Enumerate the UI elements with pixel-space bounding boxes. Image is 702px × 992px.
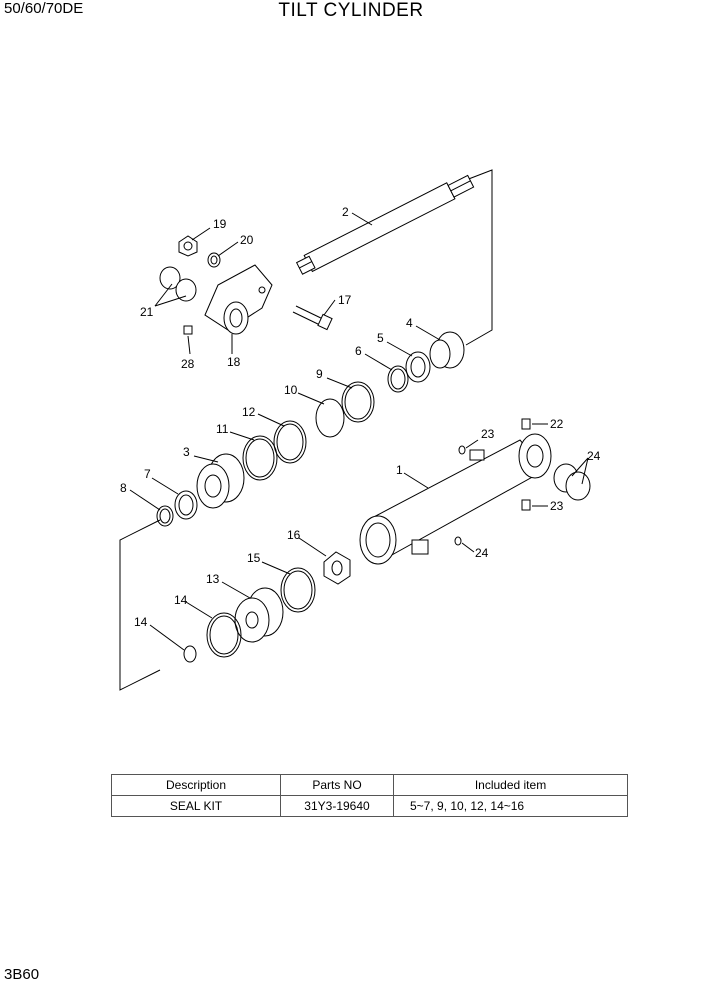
seal-part-7 bbox=[174, 490, 198, 520]
piston-part-13 bbox=[234, 587, 284, 643]
nut-part bbox=[178, 235, 198, 257]
callout-23-bottom: 23 bbox=[550, 499, 564, 513]
callout-6: 6 bbox=[355, 344, 362, 358]
table-cell-included-items: 5~7, 9, 10, 12, 14~16 bbox=[393, 795, 628, 817]
callout-21: 20 bbox=[240, 233, 254, 247]
oring-part-24a bbox=[458, 445, 466, 455]
bushing-part-27 bbox=[553, 463, 591, 501]
callout-18: 18 bbox=[227, 355, 241, 369]
grease-nipple-part-23b bbox=[521, 499, 531, 511]
callout-9: 9 bbox=[316, 367, 323, 381]
callout-11: 11 bbox=[216, 422, 229, 436]
table-cell-description: SEAL KIT bbox=[111, 795, 281, 817]
column-header: Parts NO bbox=[280, 774, 394, 796]
grease-nipple-part-23a bbox=[521, 418, 531, 430]
rod-eye-part bbox=[204, 264, 273, 335]
frame-line-right bbox=[465, 169, 493, 346]
bolt-part bbox=[292, 305, 333, 331]
callout-12: 12 bbox=[242, 405, 256, 419]
callout-15: 14 bbox=[174, 593, 188, 607]
callout-28: 28 bbox=[181, 357, 195, 371]
washer-part bbox=[207, 252, 221, 268]
ring-part-11 bbox=[242, 435, 278, 481]
callout-24-bottom: 24 bbox=[475, 546, 489, 560]
callout-10: 10 bbox=[284, 383, 298, 397]
table-header-row: Description Parts NO Included item bbox=[111, 774, 628, 796]
callout-5: 5 bbox=[377, 331, 384, 345]
callout-3: 3 bbox=[183, 445, 190, 459]
cylinder-tube-part bbox=[359, 433, 552, 565]
callout-1: 1 bbox=[396, 463, 403, 477]
callout-14: 14 bbox=[134, 615, 148, 629]
callout-24-top: 23 bbox=[481, 427, 495, 441]
wiper-part-8 bbox=[156, 505, 174, 527]
seal-kit-table: Description Parts NO Included item SEAL … bbox=[111, 774, 628, 817]
callout-16: 15 bbox=[247, 551, 261, 565]
column-header: Included item bbox=[393, 774, 628, 796]
callout-19: 17 bbox=[338, 293, 352, 307]
callout-8: 8 bbox=[120, 481, 127, 495]
callout-20: 19 bbox=[213, 217, 227, 231]
callout-7: 7 bbox=[144, 467, 151, 481]
callout-17: 16 bbox=[287, 528, 301, 542]
callout-27: 24 bbox=[587, 449, 601, 463]
ring-part-10 bbox=[315, 398, 345, 438]
ring-part-16 bbox=[280, 567, 316, 613]
exploded-view-diagram: 2 19 20 17 21 28 18 4 5 6 9 10 12 11 3 7… bbox=[119, 169, 601, 691]
callout-22: 21 bbox=[140, 305, 154, 319]
oring-part-14 bbox=[183, 645, 197, 663]
page-title: TILT CYLINDER bbox=[278, 0, 424, 21]
ring-part-15 bbox=[206, 612, 242, 658]
bushing-part bbox=[159, 266, 197, 302]
ring-part-12 bbox=[273, 420, 307, 464]
gland-part bbox=[196, 453, 245, 509]
page-code: 3B60 bbox=[4, 966, 40, 983]
leader-lines bbox=[129, 212, 589, 651]
piston-rod-part bbox=[295, 174, 475, 275]
callout-4: 4 bbox=[406, 316, 413, 330]
table-cell-part-number: 31Y3-19640 bbox=[280, 795, 394, 817]
column-header: Description bbox=[111, 774, 281, 796]
ring-part-9 bbox=[341, 381, 375, 423]
frame-line-left bbox=[119, 519, 161, 691]
grease-nipple-part bbox=[183, 325, 193, 335]
bush-part bbox=[429, 331, 465, 369]
model-code: 50/60/70DE bbox=[4, 0, 84, 17]
seal-part-6 bbox=[387, 365, 409, 393]
table-row: SEAL KIT 31Y3-19640 5~7, 9, 10, 12, 14~1… bbox=[111, 795, 628, 817]
callout-13: 13 bbox=[206, 572, 220, 586]
seal-part-5 bbox=[405, 351, 431, 383]
callout-23-top: 22 bbox=[550, 417, 564, 431]
callout-2: 2 bbox=[342, 205, 349, 219]
lock-nut-part bbox=[323, 551, 351, 585]
oring-part-24b bbox=[454, 536, 462, 546]
